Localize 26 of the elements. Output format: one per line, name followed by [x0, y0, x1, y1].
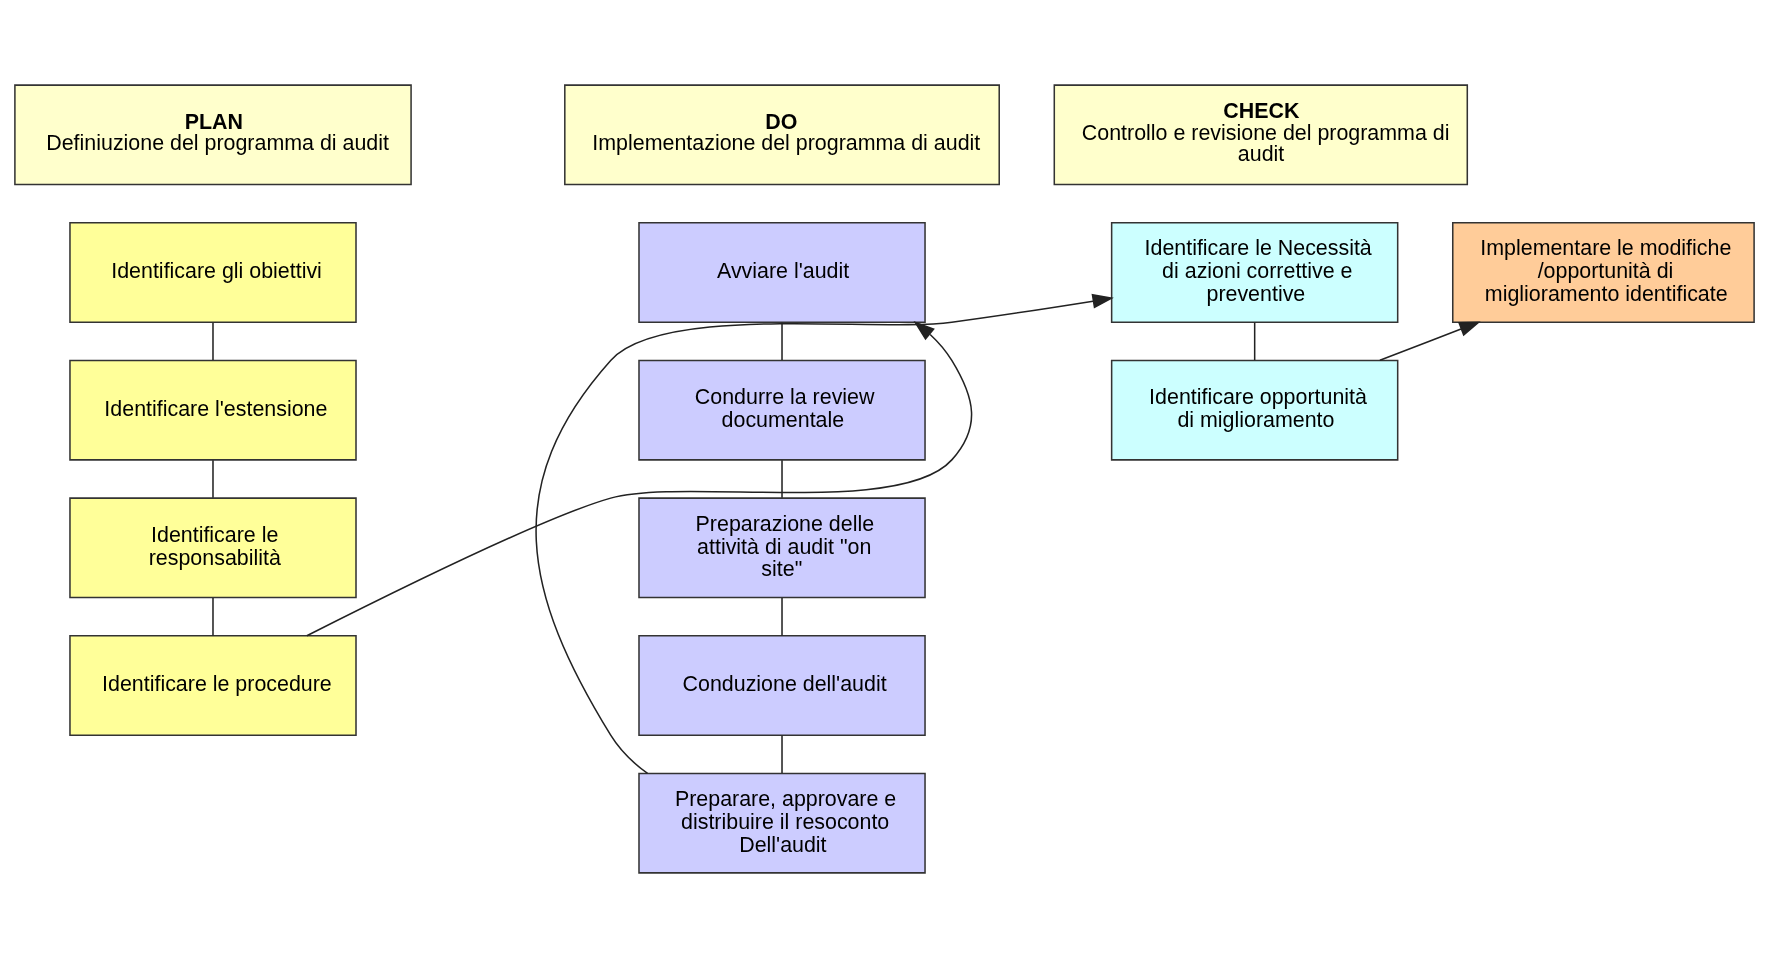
node-box: Preparare, approvare e distribuire il resoconto Dell'audit — [638, 772, 926, 874]
node-box: Identificare le Necessità di azioni correttive e preventive — [1110, 221, 1399, 323]
node-box: Avviare l'audit — [638, 221, 926, 323]
connector — [781, 459, 783, 499]
node-box: Identificare l'estensione — [69, 359, 357, 461]
node-box: Conduzione dell'audit — [638, 634, 926, 736]
node-box: Identificare le responsabilità — [69, 496, 357, 598]
node-box: Condurre la review documentale — [638, 359, 926, 461]
node-box: CHECK Controllo e revisione del programma di audit — [1053, 83, 1469, 185]
arrow — [306, 320, 973, 637]
connector — [212, 459, 214, 499]
connector — [781, 596, 783, 636]
connector — [212, 596, 214, 636]
node-box: Implementare le modifiche /opportunità di miglioramento identificate — [1452, 221, 1755, 323]
node-box: Preparazione delle attività di audit "on site" — [638, 496, 926, 598]
arrow — [1379, 320, 1481, 361]
node-box: Identificare gli obiettivi — [69, 221, 357, 323]
arrow — [535, 293, 1114, 774]
node-box: PLAN Definiuzione del programma di audit — [14, 83, 412, 185]
connector — [781, 734, 783, 774]
connector — [212, 321, 214, 361]
connector — [1253, 321, 1256, 361]
node-box: Identificare opportunità di miglioramento — [1110, 359, 1399, 461]
connector — [781, 321, 783, 361]
node-box: Identificare le procedure — [69, 634, 357, 736]
node-box: DO Implementazione del programma di audit — [564, 83, 1000, 185]
